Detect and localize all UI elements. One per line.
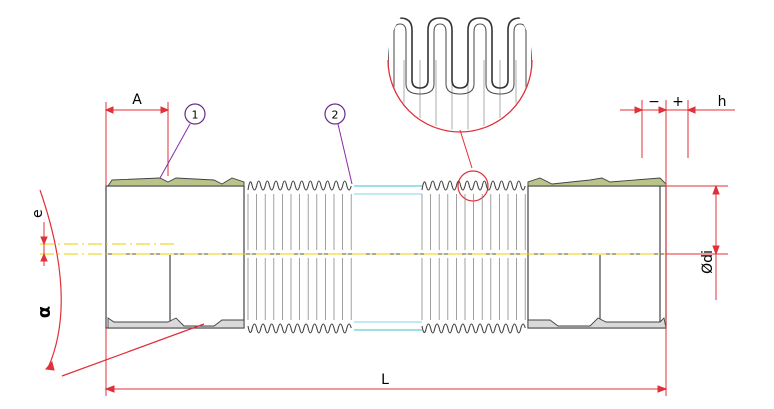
dimension-di — [666, 184, 728, 300]
callout-1-number: 1 — [192, 109, 199, 122]
label-di: Ødi — [700, 250, 716, 274]
thread-profiles — [107, 177, 667, 329]
right-thread-top — [527, 177, 667, 187]
label-L: L — [381, 372, 389, 388]
centerline — [40, 243, 690, 255]
label-h: h — [718, 94, 727, 110]
detail-view — [387, 0, 533, 169]
dimension-e — [40, 222, 48, 266]
dimension-L — [104, 186, 668, 396]
dimensions — [39, 100, 735, 396]
dimension-A — [104, 102, 170, 186]
dimension-h — [620, 100, 735, 186]
right-end-fitting — [527, 185, 667, 329]
left-thread-top — [107, 177, 245, 187]
label-alpha: α — [34, 306, 55, 318]
joint-body — [105, 185, 667, 331]
detail-view-convolutions — [388, 0, 532, 130]
detail-marker-circle — [457, 170, 489, 202]
left-end-fitting — [105, 185, 245, 329]
callout-2-number: 2 — [332, 109, 339, 122]
label-plus: + — [672, 94, 684, 110]
label-e: e — [30, 209, 46, 218]
right-bellows — [421, 180, 526, 334]
label-minus: − — [648, 94, 660, 110]
right-thread-bottom — [527, 317, 667, 329]
detail-leader-line — [459, 129, 473, 169]
left-thread-bottom — [107, 317, 245, 329]
callout-1: 1 — [159, 103, 206, 179]
label-A: A — [132, 92, 142, 108]
left-bellows — [247, 180, 352, 334]
callout-2: 2 — [324, 103, 353, 185]
detail-view-boundary — [387, 59, 533, 133]
dimension-alpha — [39, 189, 205, 377]
